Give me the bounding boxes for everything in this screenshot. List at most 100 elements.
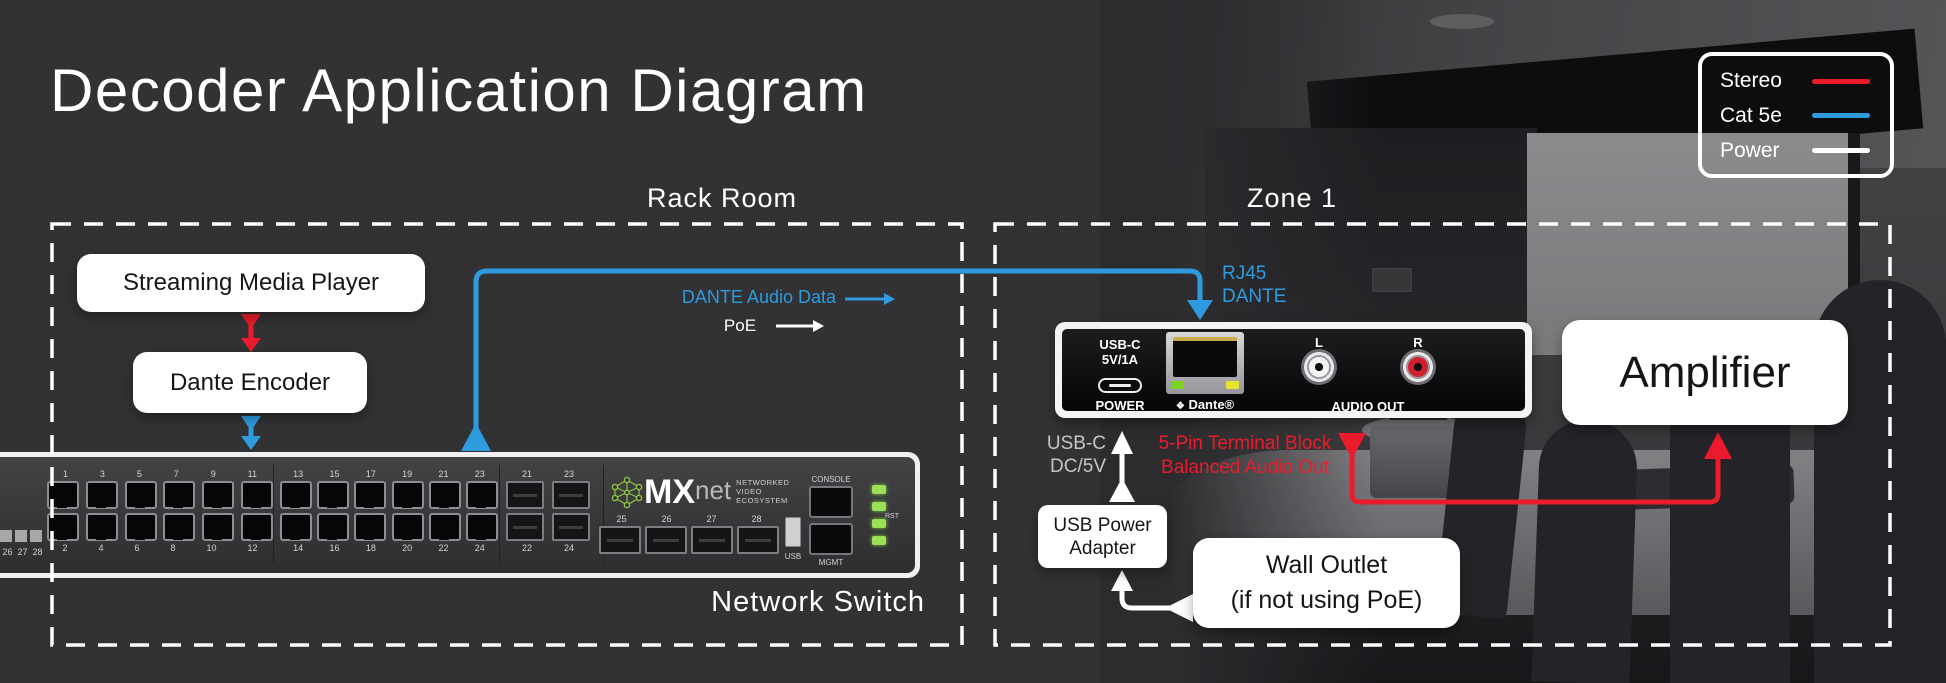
mxnet-tagline-line: ECOSYSTEM — [736, 496, 788, 505]
rj45-port — [354, 481, 387, 509]
rj45-port — [240, 513, 273, 541]
port-row — [506, 513, 590, 541]
port-row — [280, 513, 498, 541]
decoder-usbc-label: USB-C 5V/1A — [1090, 337, 1150, 367]
rj45-label-line1: RJ45 — [1222, 263, 1267, 284]
rj45-port — [202, 481, 235, 509]
decoder-rj45-port — [1166, 332, 1244, 394]
amplifier-node: Amplifier — [1562, 320, 1848, 425]
streaming-media-player-node: Streaming Media Player — [77, 254, 425, 312]
rj45-dante-label: RJ45 DANTE — [1222, 262, 1286, 308]
usb-power-adapter-line2: Adapter — [1069, 537, 1136, 559]
port-number: 14 — [293, 543, 304, 553]
network-switch-label: Network Switch — [711, 586, 925, 618]
amplifier-label: Amplifier — [1619, 347, 1791, 397]
port-number: 6 — [134, 543, 140, 553]
dante-audio-data-arrow — [845, 293, 895, 305]
rj45-port — [391, 481, 424, 509]
rj45-port — [317, 481, 350, 509]
rj45-port — [124, 513, 157, 541]
rj45-yellow-led — [1226, 381, 1239, 389]
decoder-usbc-line1: USB-C — [1099, 337, 1141, 352]
decoder-usbc-line2: 5V/1A — [1101, 352, 1139, 367]
left-jack-label: L — [1315, 335, 1323, 350]
rj45-port — [354, 513, 387, 541]
rack-room-label: Rack Room — [646, 183, 798, 213]
sfp-port — [737, 526, 779, 554]
usbc-label-line1: USB-C — [1046, 433, 1106, 454]
port-row — [280, 481, 498, 509]
port-number: 23 — [474, 469, 485, 479]
edge-port-squares — [0, 529, 45, 547]
sfp-port — [599, 526, 641, 554]
port-number: 2 — [62, 543, 68, 553]
switch-console-port — [809, 486, 853, 518]
rj45-port — [428, 513, 461, 541]
rj45-port — [240, 481, 273, 509]
decoder-power-label: POWER — [1095, 398, 1145, 413]
port-number: 21 — [521, 469, 532, 479]
port-number: 7 — [173, 469, 179, 479]
wall-outlet-line1: Wall Outlet — [1265, 551, 1388, 579]
rj45-port — [124, 481, 157, 509]
rj45-port — [465, 513, 498, 541]
switch-console-label: CONSOLE — [811, 475, 851, 484]
port-number: 8 — [170, 543, 176, 553]
port-number: 27 — [17, 547, 28, 557]
zone-1-label: Zone 1 — [1246, 183, 1338, 213]
port-number: 28 — [751, 514, 762, 524]
port-number: 24 — [474, 543, 485, 553]
decoder-device: USB-C 5V/1A POWER ❖ Dante® L R AUDIO OUT — [1055, 322, 1532, 418]
dante-encoder-node: Dante Encoder — [133, 352, 367, 413]
sfp-port — [506, 513, 544, 541]
port-number-row: 21 23 — [506, 469, 590, 479]
usbc-dc5v-label: USB-C DC/5V — [1014, 432, 1106, 478]
rj45-port — [163, 513, 196, 541]
page-title: Decoder Application Diagram — [50, 57, 868, 124]
switch-led — [872, 519, 886, 528]
dante-logo: ❖ Dante® — [1162, 397, 1248, 414]
sfp-port — [506, 481, 544, 509]
port-number: 9 — [210, 469, 216, 479]
legend-item-label: Power — [1720, 138, 1780, 162]
rj45-port — [391, 513, 424, 541]
port-number: 26 — [661, 514, 672, 524]
wall-outlet-line2: (if not using PoE) — [1230, 586, 1423, 614]
usb-power-adapter-line1: USB Power — [1053, 514, 1152, 536]
legend-line-swatch — [1812, 148, 1870, 154]
rca-jack-left — [1301, 349, 1337, 385]
port-number: 28 — [32, 547, 43, 557]
port-number: 18 — [365, 543, 376, 553]
terminal-label-line2: Balanced Audio Out — [1161, 457, 1329, 478]
terminal-label-line1: 5-Pin Terminal Block — [1158, 433, 1332, 454]
mxnet-tagline-line: NETWORKED — [736, 478, 790, 487]
port-number: 27 — [706, 514, 717, 524]
rj45-port — [317, 513, 350, 541]
switch-mgmt-port — [809, 523, 853, 555]
usb-power-adapter-node: USB Power Adapter — [1038, 505, 1167, 568]
switch-rst-label: RST — [885, 513, 899, 520]
rj45-port — [428, 481, 461, 509]
port-number: 24 — [563, 543, 574, 553]
port-number: 13 — [293, 469, 304, 479]
legend-item-label: Stereo — [1720, 69, 1782, 93]
port-number: 22 — [438, 543, 449, 553]
rj45-jack — [1173, 337, 1237, 377]
port-number: 23 — [563, 469, 574, 479]
legend-item: Stereo — [1720, 69, 1870, 93]
port-row — [47, 513, 273, 541]
switch-usb-port — [785, 517, 801, 547]
sfp-port — [691, 526, 733, 554]
port-number: 11 — [247, 469, 257, 479]
switch-led — [872, 485, 886, 494]
port-number: 5 — [136, 469, 142, 479]
